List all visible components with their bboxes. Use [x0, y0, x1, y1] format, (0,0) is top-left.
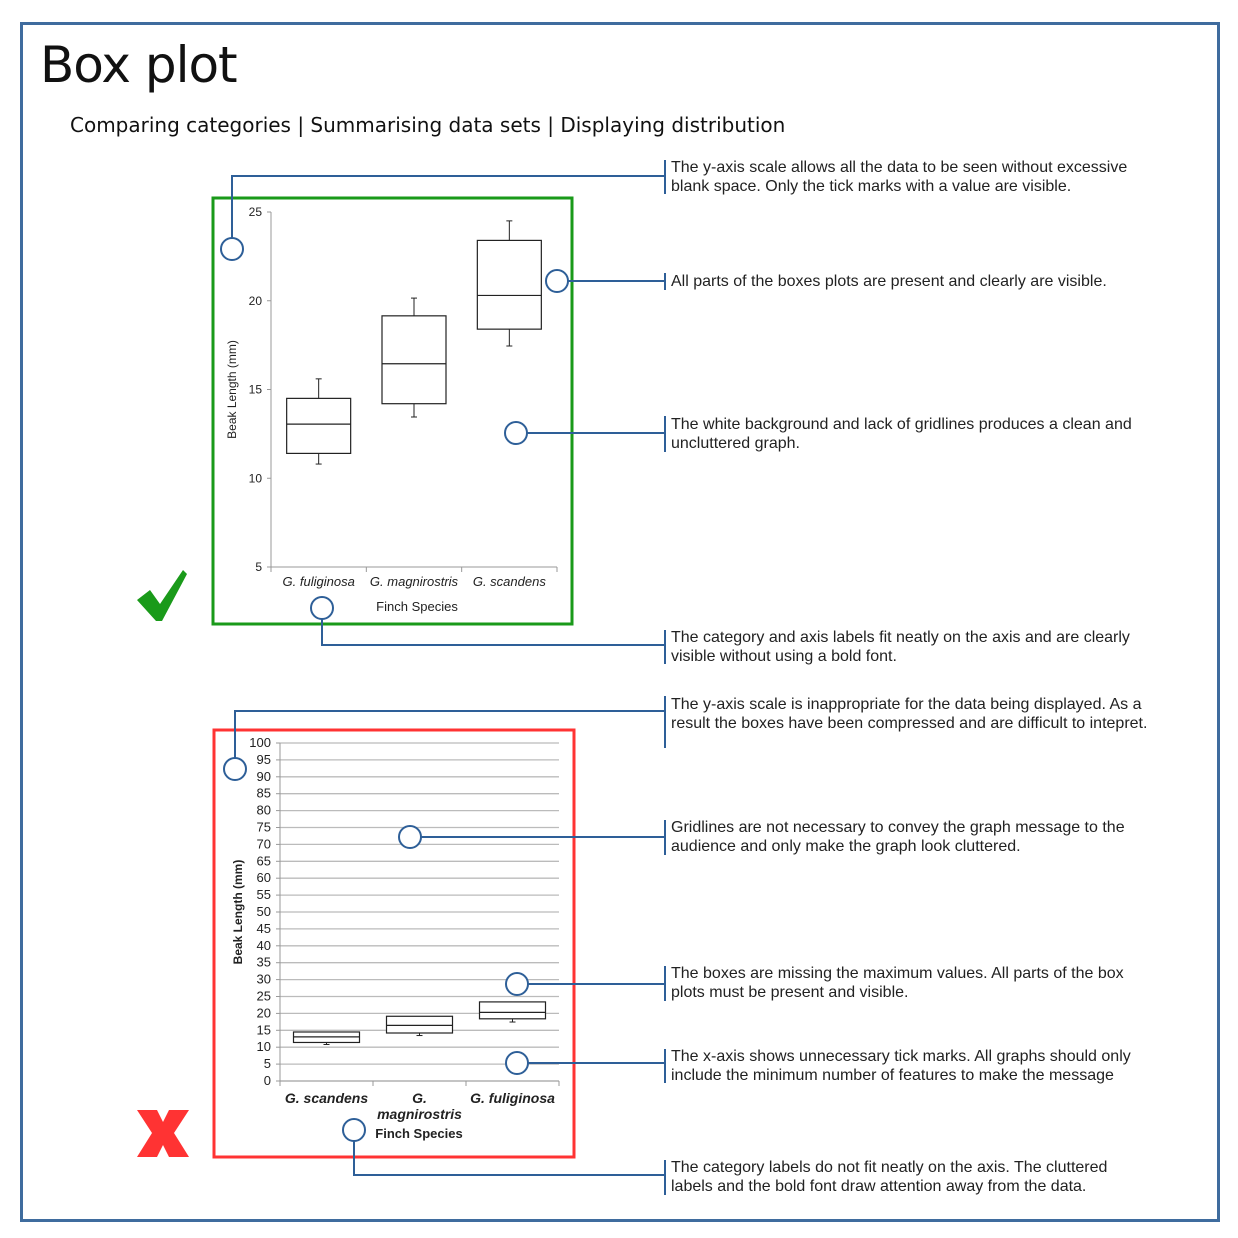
category-label: G. magnirostris — [370, 574, 459, 589]
y-tick-label: 0 — [264, 1073, 271, 1088]
callout-marker-icon — [504, 421, 528, 445]
annotation-text: All parts of the boxes plots are present… — [671, 273, 1107, 290]
page-subtitle: Comparing categories | Summarising data … — [70, 113, 786, 137]
callout-marker-icon — [398, 825, 422, 849]
callout-marker-icon — [545, 269, 569, 293]
y-axis-title: Beak Length (mm) — [225, 340, 239, 439]
x-axis-title: Finch Species — [375, 1126, 462, 1141]
y-tick-label: 75 — [257, 820, 271, 835]
annotation-text: Gridlines are not necessary to convey th… — [671, 819, 1125, 855]
category-label: magnirostris — [377, 1106, 462, 1122]
y-tick-label: 60 — [257, 870, 271, 885]
y-axis-title: Beak Length (mm) — [231, 860, 245, 965]
category-label: G. scandens — [285, 1090, 368, 1106]
y-tick-label: 5 — [264, 1056, 271, 1071]
y-tick-label: 15 — [257, 1022, 271, 1037]
callout-lines — [220, 160, 666, 1195]
callout-marker-icon — [310, 596, 334, 620]
box — [478, 1001, 547, 1020]
y-tick-label: 45 — [257, 921, 271, 936]
page-title: Box plot — [40, 36, 238, 94]
annotation-text: The category labels do not fit neatly on… — [671, 1159, 1108, 1195]
y-tick-label: 10 — [257, 1039, 271, 1054]
y-tick-label: 80 — [257, 803, 271, 818]
y-tick-label: 25 — [249, 205, 263, 219]
y-tick-label: 20 — [249, 294, 263, 308]
category-label: G. fuliginosa — [470, 1090, 555, 1106]
checkmark-icon — [137, 570, 187, 621]
callout-leader-line — [321, 619, 665, 646]
box — [476, 239, 542, 330]
y-tick-label: 10 — [249, 471, 263, 485]
annotation-text: The y-axis scale allows all the data to … — [671, 159, 1128, 195]
callout-leader-line — [231, 175, 665, 238]
callout-marker-icon — [220, 237, 244, 261]
annotation-text: The y-axis scale is inappropriate for th… — [671, 696, 1148, 732]
callout-marker-icon — [505, 972, 529, 996]
category-label: G. — [412, 1090, 427, 1106]
y-tick-label: 50 — [257, 904, 271, 919]
y-tick-label: 5 — [255, 560, 262, 574]
x-axis-title: Finch Species — [376, 599, 458, 614]
y-tick-label: 65 — [257, 853, 271, 868]
cross-icon — [137, 1110, 189, 1157]
box — [286, 397, 352, 455]
callout-marker-icon — [342, 1118, 366, 1142]
annotation-text: The x-axis shows unnecessary tick marks.… — [671, 1048, 1131, 1084]
y-tick-label: 35 — [257, 955, 271, 970]
callout-marker-icon — [223, 757, 247, 781]
good-chart-frame — [211, 196, 574, 626]
annotation-text: The white background and lack of gridlin… — [671, 416, 1132, 452]
annotation-text: The category and axis labels fit neatly … — [671, 629, 1130, 665]
y-tick-label: 95 — [257, 752, 271, 767]
page-frame — [20, 22, 1220, 1222]
y-tick-label: 90 — [257, 769, 271, 784]
callout-marker-icon — [505, 1051, 529, 1075]
box — [381, 315, 447, 405]
y-tick-label: 20 — [257, 1005, 271, 1020]
y-tick-label: 25 — [257, 989, 271, 1004]
y-tick-label: 15 — [249, 383, 263, 397]
y-tick-label: 40 — [257, 938, 271, 953]
box — [385, 1015, 454, 1034]
y-tick-label: 85 — [257, 786, 271, 801]
y-tick-label: 100 — [249, 735, 271, 750]
category-label: G. fuliginosa — [283, 574, 355, 589]
y-tick-label: 70 — [257, 836, 271, 851]
y-tick-label: 30 — [257, 972, 271, 987]
bad-chart-frame — [212, 728, 576, 1159]
good-box-plot: 5 10 15 20 25 G. fuliginosa G. magnirostris G. … — [225, 205, 558, 614]
y-tick-label: 55 — [257, 887, 271, 902]
annotation-text: The boxes are missing the maximum values… — [671, 965, 1124, 1001]
category-label: G. scandens — [473, 574, 546, 589]
callout-leader-line — [353, 1141, 665, 1176]
callout-leader-line — [234, 710, 665, 758]
